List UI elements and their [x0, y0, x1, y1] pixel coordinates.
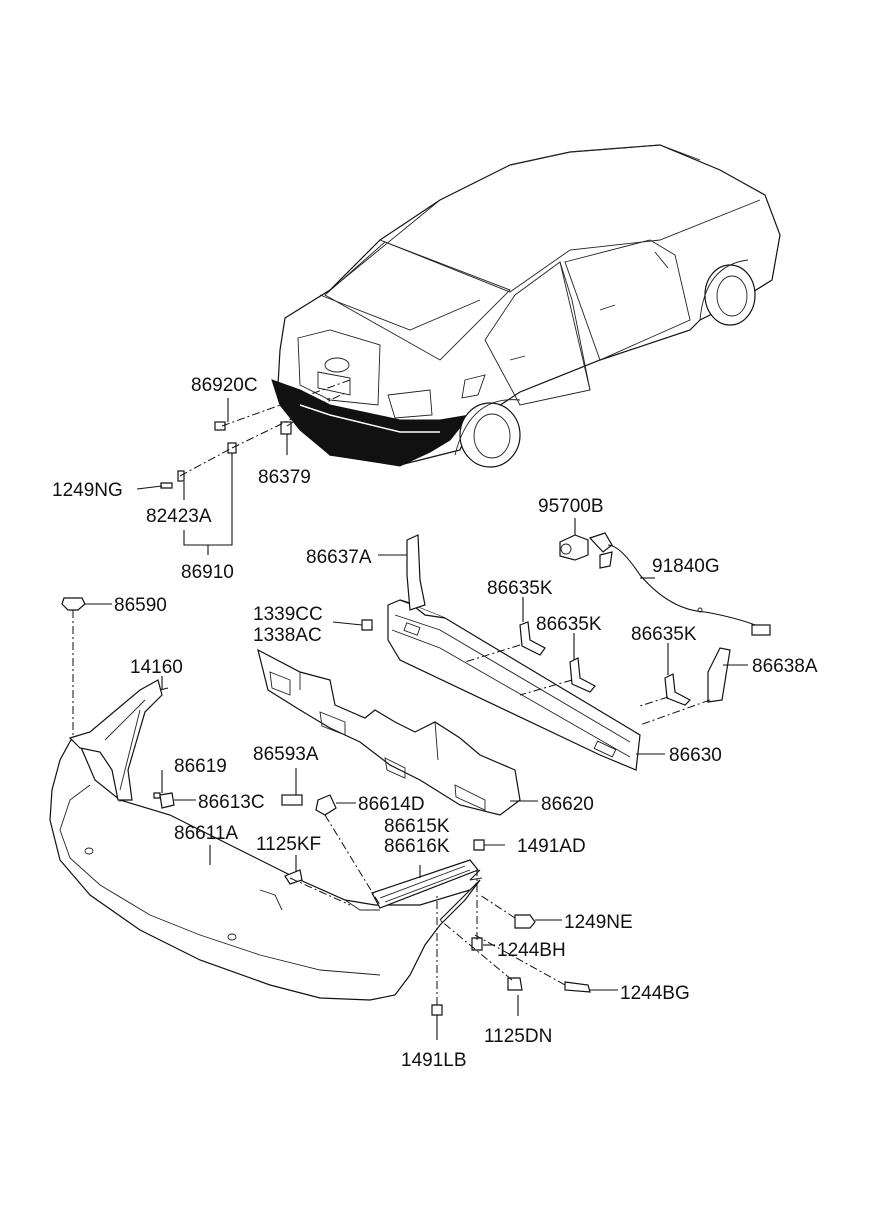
screw-1125KF [284, 869, 303, 885]
sensor-wiring-group [559, 532, 771, 636]
label-86630: 86630 [669, 745, 722, 766]
label-86620: 86620 [541, 794, 594, 815]
label-1491LB: 1491LB [401, 1050, 467, 1071]
bracket-86635K-b [569, 657, 596, 693]
fasteners [61, 597, 591, 1016]
label-86635K-2: 86635K [536, 614, 602, 635]
bracket-86638A [707, 647, 731, 703]
nut-1339CC [361, 619, 373, 631]
label-86910: 86910 [181, 562, 234, 583]
label-1491AD: 1491AD [517, 836, 586, 857]
label-86635K-3: 86635K [631, 624, 697, 645]
bracket-86614D [315, 794, 337, 816]
label-82423A: 82423A [146, 506, 212, 527]
label-86920C: 86920C [191, 375, 258, 396]
clip-86920C [214, 421, 226, 431]
label-1249NE: 1249NE [564, 912, 633, 933]
license-lamp-group [160, 379, 351, 489]
bumper-cover [49, 737, 483, 1001]
clip-1491LB [431, 1004, 443, 1016]
label-1244BG: 1244BG [620, 983, 690, 1004]
clip-86619 [153, 792, 161, 799]
label-86637A: 86637A [306, 547, 372, 568]
label-95700B: 95700B [538, 496, 604, 517]
energy-absorber [257, 648, 521, 816]
leader-lines [85, 398, 748, 1040]
bolt-1244BG [564, 981, 591, 993]
clip-86590 [61, 597, 86, 611]
reflector-86615K [371, 859, 479, 909]
label-86638A: 86638A [752, 656, 818, 677]
label-86635K-1: 86635K [487, 578, 553, 599]
label-86613C: 86613C [198, 792, 265, 813]
label-86611A: 86611A [174, 823, 238, 844]
bumper-beam [361, 534, 731, 771]
label-91840G: 91840G [652, 556, 720, 577]
label-1125KF: 1125KF [256, 834, 321, 855]
screw-1125DN [507, 977, 523, 991]
label-86619: 86619 [174, 756, 227, 777]
label-1338AC: 1338AC [253, 625, 322, 646]
bracket-86613C [159, 792, 175, 809]
screw-1249NG [160, 482, 173, 489]
clip-1491AD [473, 839, 485, 851]
bracket-86637A [406, 534, 426, 611]
side-bracket-14160 [68, 679, 169, 801]
label-86593A: 86593A [253, 744, 319, 765]
label-1244BH: 1244BH [497, 940, 566, 961]
label-86616K: 86616K [384, 836, 450, 857]
label-1339CC: 1339CC [253, 604, 323, 625]
label-14160: 14160 [130, 657, 183, 678]
label-86614D: 86614D [358, 794, 425, 815]
car-illustration [271, 144, 781, 468]
bracket-86635K-c [664, 673, 691, 706]
bolt-1244BH [471, 937, 483, 951]
part-labels: 86920C 86379 1249NG 82423A 86910 95700B … [52, 375, 818, 1071]
label-86379: 86379 [258, 467, 311, 488]
label-1249NG: 1249NG [52, 480, 123, 501]
label-1125DN: 1125DN [484, 1026, 552, 1047]
parking-sensor [559, 534, 589, 561]
screw-1249NE [514, 914, 536, 929]
label-86590: 86590 [114, 595, 167, 616]
label-86615K: 86615K [384, 816, 450, 837]
bracket-86635K-a [519, 621, 546, 656]
pad-86593A [281, 794, 303, 806]
